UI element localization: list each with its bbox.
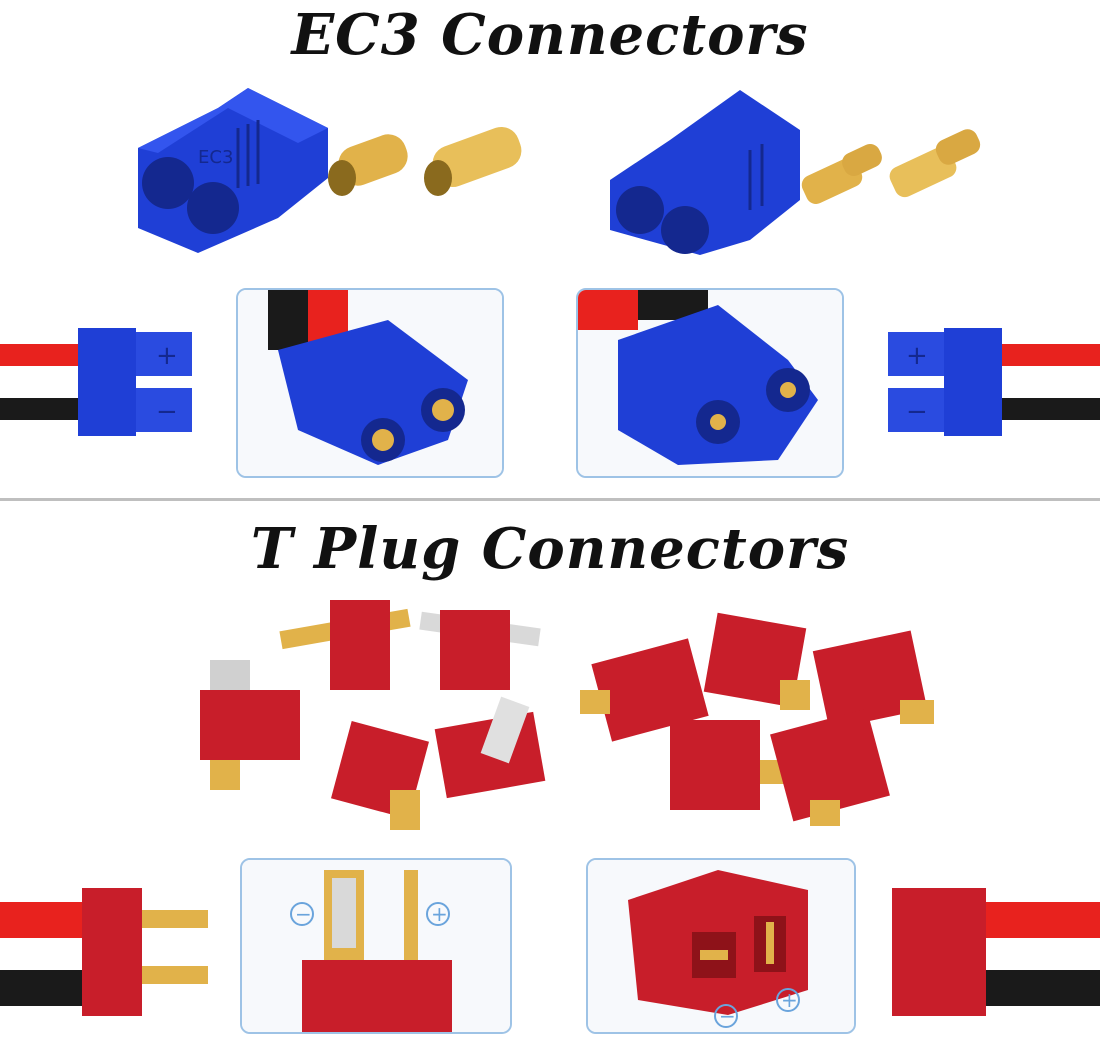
ec3-female-closeup bbox=[238, 290, 502, 476]
ec3-male-housing bbox=[610, 90, 800, 255]
ec3-male-closeup-frame bbox=[576, 288, 844, 478]
t-plug-male-cluster bbox=[200, 600, 546, 830]
section-divider bbox=[0, 498, 1100, 501]
t-plug-wired-right bbox=[892, 888, 1100, 1016]
tplug-section-title: T Plug Connectors bbox=[250, 516, 850, 582]
svg-text:+: + bbox=[781, 988, 798, 1012]
svg-text:−: − bbox=[295, 902, 312, 926]
svg-text:+: + bbox=[906, 341, 928, 371]
svg-text:+: + bbox=[431, 902, 448, 926]
gold-bullet-male-icon bbox=[801, 143, 882, 204]
t-plug-female-closeup: − + bbox=[588, 860, 854, 1032]
t-plug-female-closeup-frame: − + bbox=[586, 858, 856, 1034]
svg-text:+: + bbox=[156, 341, 178, 371]
svg-text:−: − bbox=[719, 1004, 736, 1028]
t-plug-wired-left bbox=[0, 888, 208, 1016]
ec3-section-title: EC3 Connectors bbox=[291, 2, 809, 68]
ec3-female-housing: EC3 bbox=[138, 88, 328, 253]
t-plug-male-closeup: − + bbox=[242, 860, 510, 1032]
gold-bullet-female-icon bbox=[424, 126, 522, 196]
ec3-wired-left: + − bbox=[0, 328, 192, 436]
ec3-female-closeup-frame bbox=[236, 288, 504, 478]
svg-text:−: − bbox=[906, 397, 928, 427]
gold-bullet-female-icon bbox=[328, 134, 408, 196]
t-plug-male-closeup-frame: − + bbox=[240, 858, 512, 1034]
t-plug-female-cluster bbox=[580, 612, 934, 826]
ec3-wired-right: + − bbox=[888, 328, 1100, 436]
svg-text:−: − bbox=[156, 397, 178, 427]
ec3-male-closeup bbox=[578, 290, 842, 476]
gold-bullet-male-icon bbox=[889, 129, 981, 198]
ec3-label: EC3 bbox=[198, 147, 233, 168]
